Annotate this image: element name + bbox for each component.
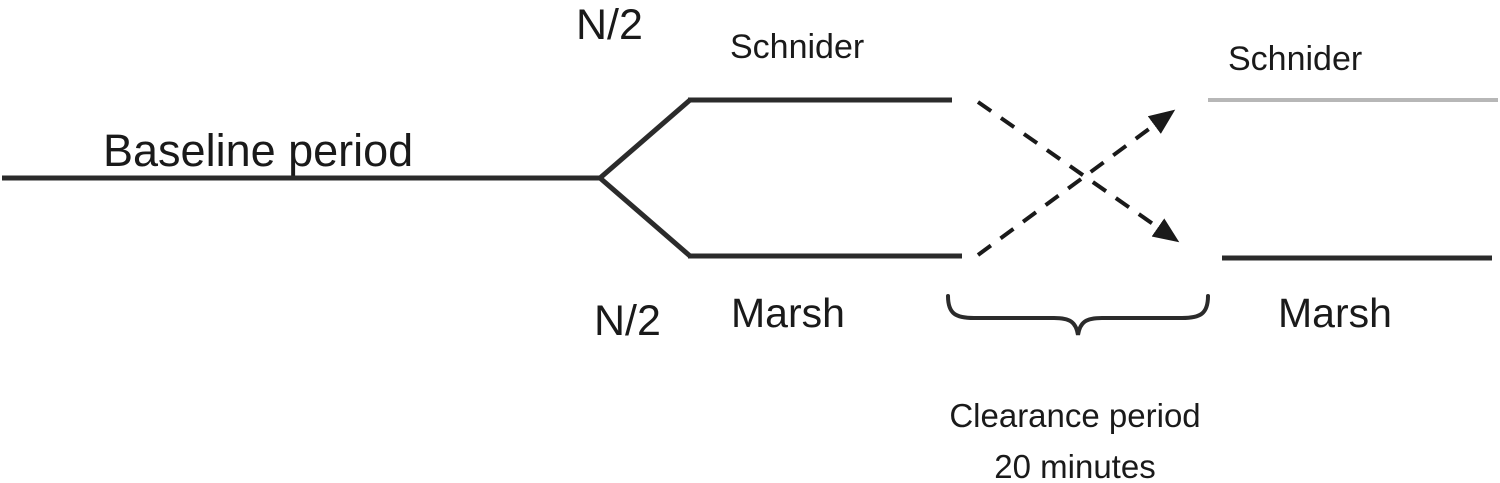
schnider-first-period-label: Schnider (730, 28, 865, 66)
split-upper-diagonal (598, 98, 692, 180)
n-half-bottom-label: N/2 (594, 297, 661, 345)
marsh-first-period-label: Marsh (731, 290, 845, 336)
n-half-top-label: N/2 (576, 1, 643, 49)
marsh-second-period-label: Marsh (1278, 290, 1392, 336)
clearance-period-label: Clearance period 20 minutes (905, 390, 1245, 483)
clearance-underbrace (946, 294, 1210, 336)
split-lower-diagonal (598, 176, 692, 258)
clearance-period-label-line1: Clearance period (949, 397, 1201, 434)
baseline-period-label: Baseline period (103, 125, 414, 176)
crossover-arrow-up (976, 109, 1176, 257)
schnider-second-period-label: Schnider (1228, 40, 1363, 78)
clearance-period-label-line2: 20 minutes (994, 448, 1156, 483)
crossover-arrow-down (976, 100, 1180, 243)
